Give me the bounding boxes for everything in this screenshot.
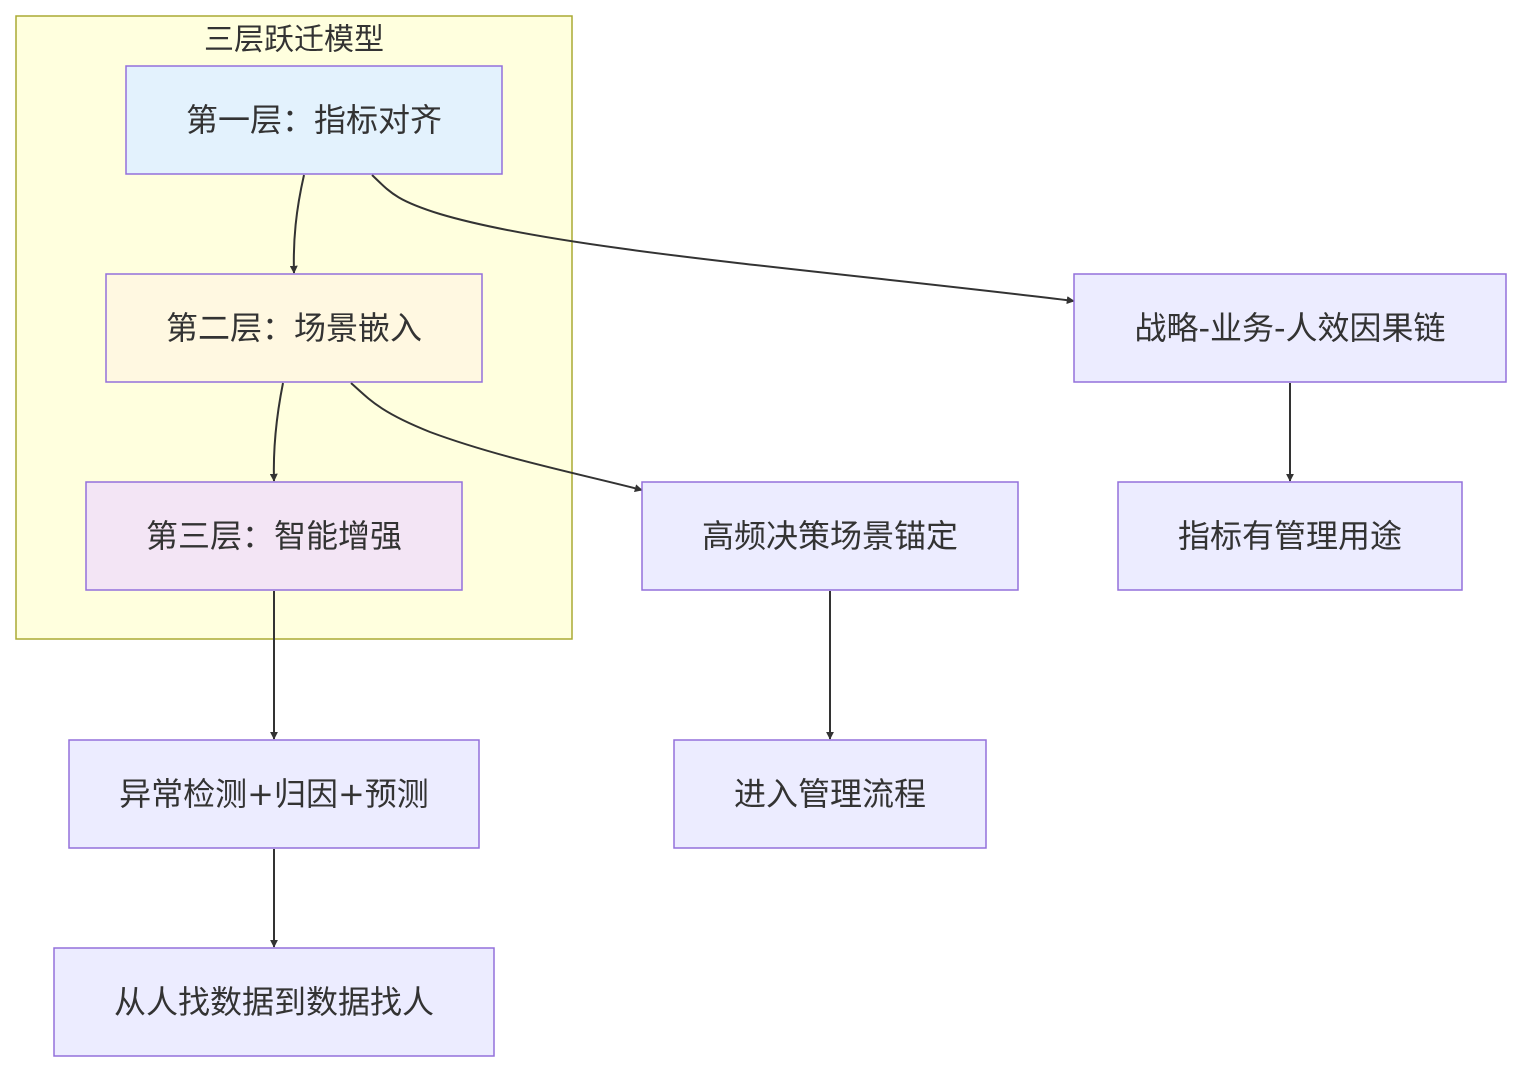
node-causal-box	[1073, 273, 1507, 383]
edge-layer1-to-layer2	[289, 174, 305, 274]
node-layer1-box	[125, 65, 503, 175]
node-anchor-box	[641, 481, 1019, 591]
node-process-label: 进入管理流程	[734, 775, 926, 813]
node-findpeople: 从人找数据到数据找人	[53, 947, 495, 1057]
node-anchor: 高频决策场景锚定	[641, 481, 1019, 591]
edge-layer1-to-causal	[371, 174, 1075, 305]
node-process-box	[673, 739, 987, 849]
node-layer1: 第一层：指标对齐	[125, 65, 503, 175]
edge-layer2-to-anchor	[350, 382, 643, 493]
node-purpose-label: 指标有管理用途	[1178, 517, 1402, 555]
node-process: 进入管理流程	[673, 739, 987, 849]
node-layer2-label: 第二层：场景嵌入	[166, 309, 422, 347]
node-layer3-box	[85, 481, 463, 591]
node-layer3: 第三层：智能增强	[85, 481, 463, 591]
node-layer2: 第二层：场景嵌入	[105, 273, 483, 383]
edge-layer2-to-layer3	[269, 382, 284, 482]
node-findpeople-label: 从人找数据到数据找人	[114, 983, 434, 1021]
node-purpose: 指标有管理用途	[1117, 481, 1463, 591]
node-layer2-box	[105, 273, 483, 383]
node-findpeople-box	[53, 947, 495, 1057]
edges	[269, 174, 1294, 948]
node-causal: 战略-业务-人效因果链	[1073, 273, 1507, 383]
node-detect: 异常检测+归因+预测	[68, 739, 480, 849]
node-purpose-box	[1117, 481, 1463, 591]
node-detect-box	[68, 739, 480, 849]
cluster-title: 三层跃迁模型	[204, 23, 384, 58]
node-detect-label: 异常检测+归因+预测	[119, 775, 429, 813]
node-causal-label: 战略-业务-人效因果链	[1134, 309, 1445, 347]
node-layer3-label: 第三层：智能增强	[146, 517, 402, 555]
node-anchor-label: 高频决策场景锚定	[702, 517, 958, 555]
node-layer1-label: 第一层：指标对齐	[186, 101, 442, 139]
